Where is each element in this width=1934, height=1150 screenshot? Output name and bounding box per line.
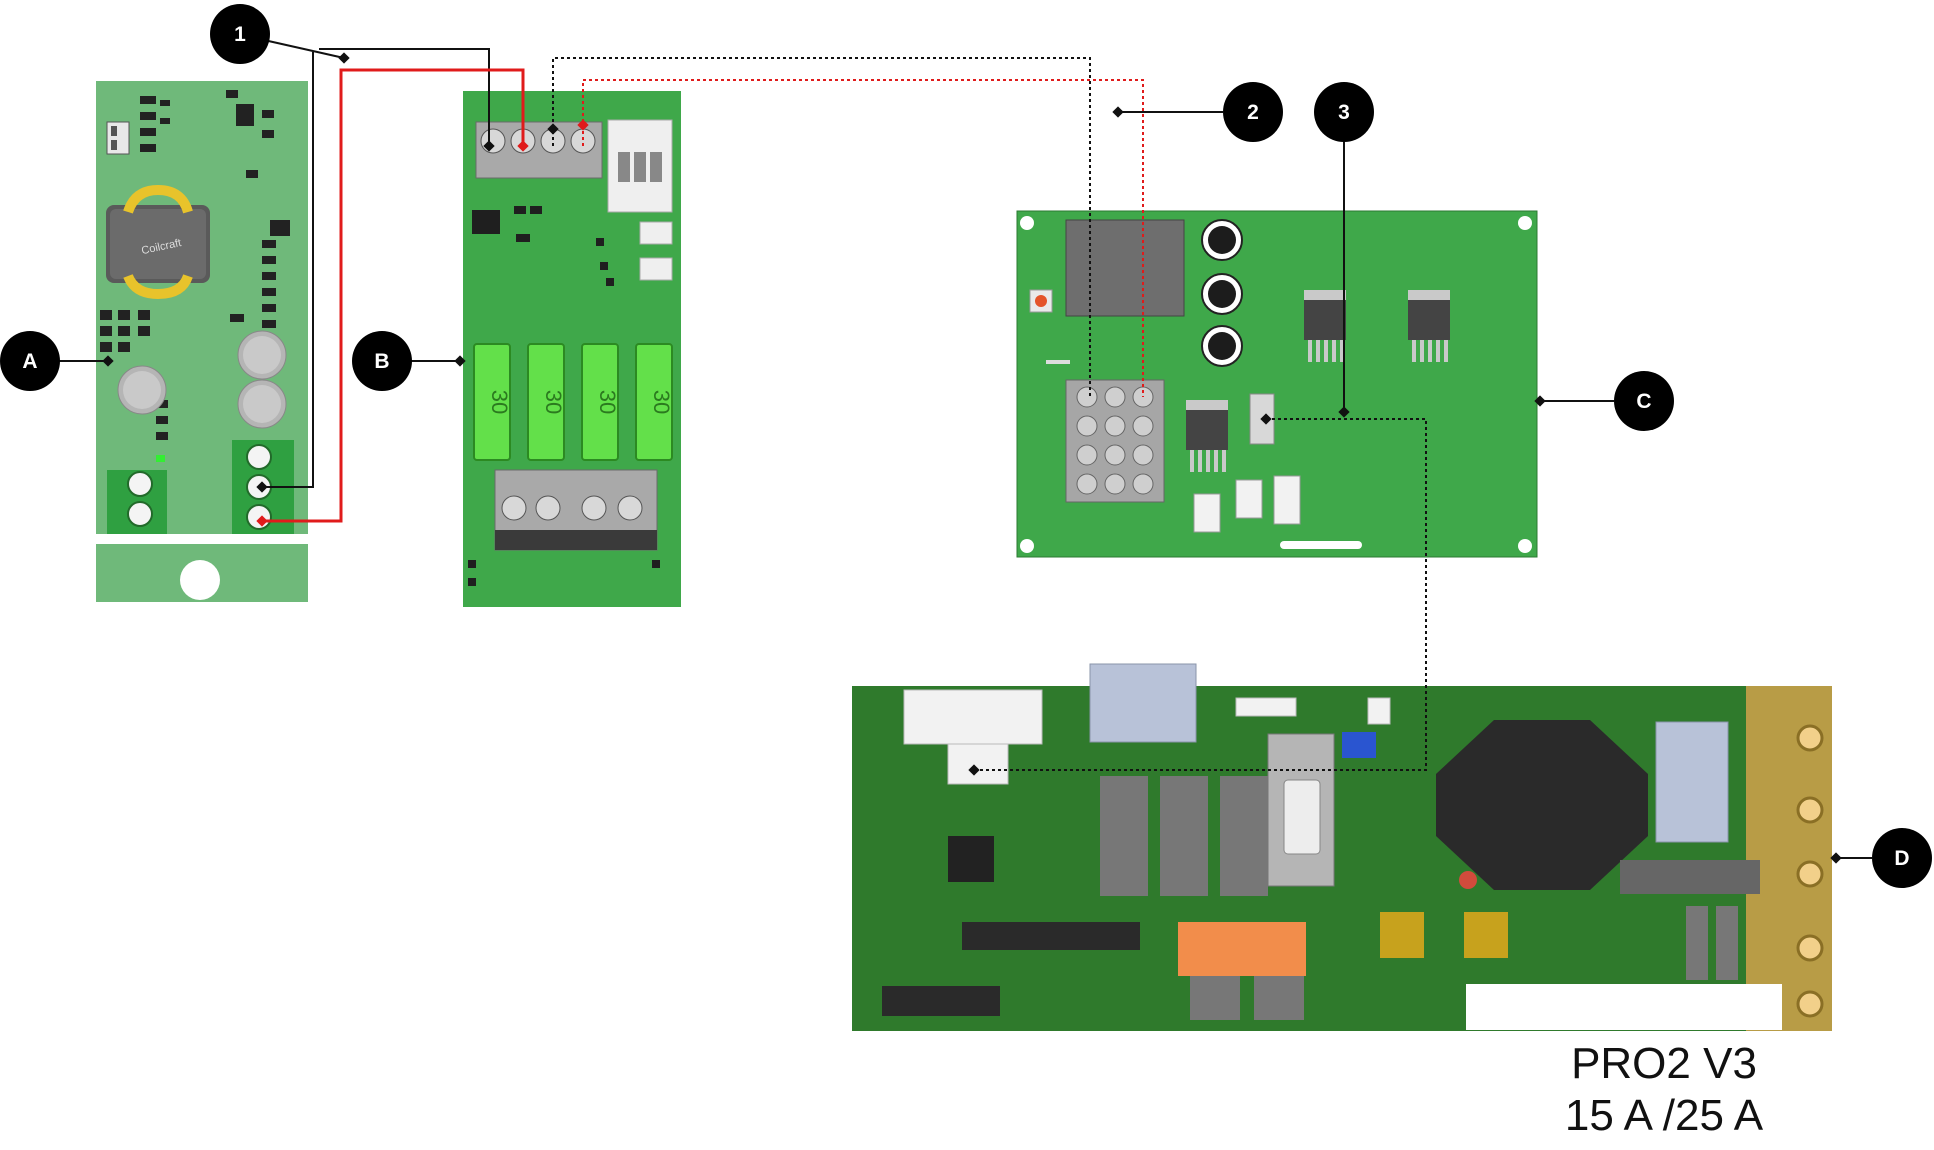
- callout-2-label: 2: [1247, 101, 1259, 124]
- fuse-label: 30: [487, 390, 512, 414]
- callout-c: C: [1614, 371, 1674, 431]
- wire-1-black: [262, 48, 490, 488]
- callout-3-label: 3: [1338, 101, 1350, 124]
- callout-b: B: [352, 331, 412, 391]
- callout-b-label: B: [374, 350, 389, 373]
- callout-a-label: A: [22, 350, 37, 373]
- fuse-label: 30: [541, 390, 566, 414]
- fuse-bank: 30 30 30 30: [473, 343, 674, 461]
- wire-3-dotted: [974, 418, 1427, 771]
- fuse-label: 30: [649, 390, 674, 414]
- wire-1-red: [262, 68, 525, 523]
- board-c: [1016, 210, 1538, 558]
- leader-1: [263, 39, 345, 59]
- board-d: [852, 663, 1832, 1031]
- fuse-label: 30: [595, 390, 620, 414]
- model-name: PRO2 V3: [1571, 1039, 1757, 1088]
- current-rating: 15 A /25 A: [1564, 1091, 1764, 1140]
- callout-1-label: 1: [234, 23, 246, 46]
- callout-2: 2: [1223, 82, 1283, 142]
- callout-3: 3: [1314, 82, 1374, 142]
- board-a: Coilcraft: [96, 81, 308, 602]
- callout-d: D: [1872, 828, 1932, 888]
- board-b: 30 30 30 30: [463, 91, 681, 607]
- callout-d-label: D: [1894, 847, 1909, 870]
- callout-1: 1: [210, 4, 270, 64]
- callout-c-label: C: [1636, 390, 1651, 413]
- callout-a: A: [0, 331, 60, 391]
- wire-2-dotted: [552, 57, 1144, 397]
